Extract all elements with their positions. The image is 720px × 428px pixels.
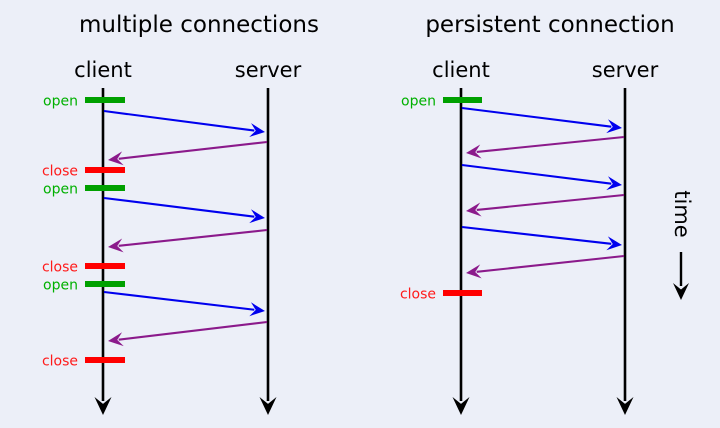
panel-title: multiple connections bbox=[79, 12, 319, 38]
actor-client: client bbox=[432, 58, 490, 415]
marker-close[interactable]: close bbox=[400, 287, 482, 303]
message-arrowhead-request bbox=[249, 302, 265, 317]
message-arrowhead-response bbox=[108, 151, 124, 166]
message-line-request bbox=[461, 106, 612, 128]
message-arrowhead-response bbox=[466, 264, 482, 279]
message-arrowhead-response bbox=[108, 238, 124, 253]
message-line-request bbox=[103, 196, 255, 218]
message-line-request bbox=[461, 163, 612, 185]
message-line-request bbox=[103, 109, 255, 132]
marker-label-open: open bbox=[43, 182, 78, 198]
marker-label-open: open bbox=[401, 94, 436, 110]
message-arrowhead-response bbox=[466, 144, 482, 159]
panel-multiple-connections: multiple connections client server open clos… bbox=[42, 12, 319, 415]
message-line-request bbox=[461, 225, 612, 245]
message-request bbox=[103, 290, 265, 317]
message-response bbox=[466, 193, 625, 217]
message-arrowhead-request bbox=[606, 176, 622, 191]
message-line-response bbox=[118, 228, 268, 247]
message-response bbox=[108, 320, 268, 347]
time-axis: time bbox=[670, 190, 694, 300]
lifeline-arrowhead-client bbox=[94, 397, 112, 415]
actor-label-server: server bbox=[235, 58, 302, 82]
message-arrowhead-response bbox=[466, 202, 482, 217]
message-arrowhead-request bbox=[606, 236, 622, 251]
message-request bbox=[461, 106, 622, 134]
actor-label-client: client bbox=[432, 58, 490, 82]
message-line-response bbox=[476, 193, 625, 211]
actor-server: server bbox=[592, 58, 659, 415]
message-response bbox=[108, 228, 268, 253]
lifeline-arrowhead-server bbox=[616, 397, 634, 415]
message-request bbox=[461, 163, 622, 191]
message-arrowhead-request bbox=[249, 123, 265, 138]
message-line-request bbox=[103, 290, 255, 311]
message-arrowhead-request bbox=[249, 209, 265, 224]
message-arrowhead-response bbox=[108, 332, 124, 347]
lifeline-arrowhead-client bbox=[452, 397, 470, 415]
marker-open[interactable]: open bbox=[43, 278, 125, 294]
message-response bbox=[466, 254, 625, 279]
lifeline-arrowhead-server bbox=[259, 397, 277, 415]
marker-label-close: close bbox=[42, 164, 78, 180]
time-axis-arrowhead bbox=[673, 283, 689, 300]
time-axis-label: time bbox=[670, 190, 694, 237]
actor-client: client bbox=[74, 58, 132, 415]
message-response bbox=[466, 135, 625, 159]
actor-server: server bbox=[235, 58, 302, 415]
message-arrowhead-request bbox=[606, 119, 622, 134]
marker-close[interactable]: close bbox=[42, 260, 125, 276]
marker-open[interactable]: open bbox=[43, 94, 125, 110]
panel-title: persistent connection bbox=[425, 12, 674, 38]
panels-layer: multiple connections client server open clos… bbox=[42, 12, 675, 415]
marker-label-open: open bbox=[43, 278, 78, 294]
marker-label-close: close bbox=[400, 287, 436, 303]
marker-label-close: close bbox=[42, 354, 78, 370]
message-line-response bbox=[118, 320, 268, 341]
actor-label-server: server bbox=[592, 58, 659, 82]
message-line-response bbox=[476, 135, 625, 153]
marker-open[interactable]: open bbox=[43, 182, 125, 198]
message-request bbox=[103, 109, 265, 138]
marker-close[interactable]: close bbox=[42, 164, 125, 180]
panel-persistent-connection: persistent connection client server open clo… bbox=[400, 12, 675, 415]
message-request bbox=[461, 225, 622, 251]
marker-label-close: close bbox=[42, 260, 78, 276]
message-line-response bbox=[118, 140, 268, 160]
marker-label-open: open bbox=[43, 94, 78, 110]
actor-label-client: client bbox=[74, 58, 132, 82]
message-request bbox=[103, 196, 265, 224]
message-line-response bbox=[476, 254, 625, 273]
marker-close[interactable]: close bbox=[42, 354, 125, 370]
marker-open[interactable]: open bbox=[401, 94, 482, 110]
message-response bbox=[108, 140, 268, 166]
